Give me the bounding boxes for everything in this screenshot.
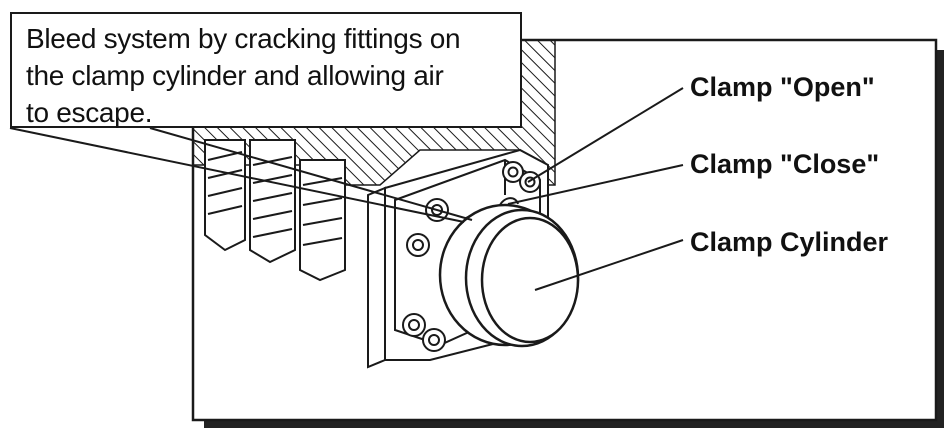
label-clamp-open: Clamp "Open"	[690, 72, 875, 102]
note-line-2: the clamp cylinder and allowing air	[26, 60, 444, 91]
threaded-rods	[204, 139, 346, 282]
note-line-1: Bleed system by cracking fittings on	[26, 23, 461, 54]
note-line-3: to escape.	[26, 97, 153, 128]
bleed-note-box: Bleed system by cracking fittings on the…	[10, 12, 522, 128]
leader-lines	[9, 87, 684, 291]
label-clamp-cylinder: Clamp Cylinder	[690, 227, 889, 257]
label-clamp-close: Clamp "Close"	[690, 149, 880, 179]
clamp-cylinder-shape	[438, 203, 580, 348]
